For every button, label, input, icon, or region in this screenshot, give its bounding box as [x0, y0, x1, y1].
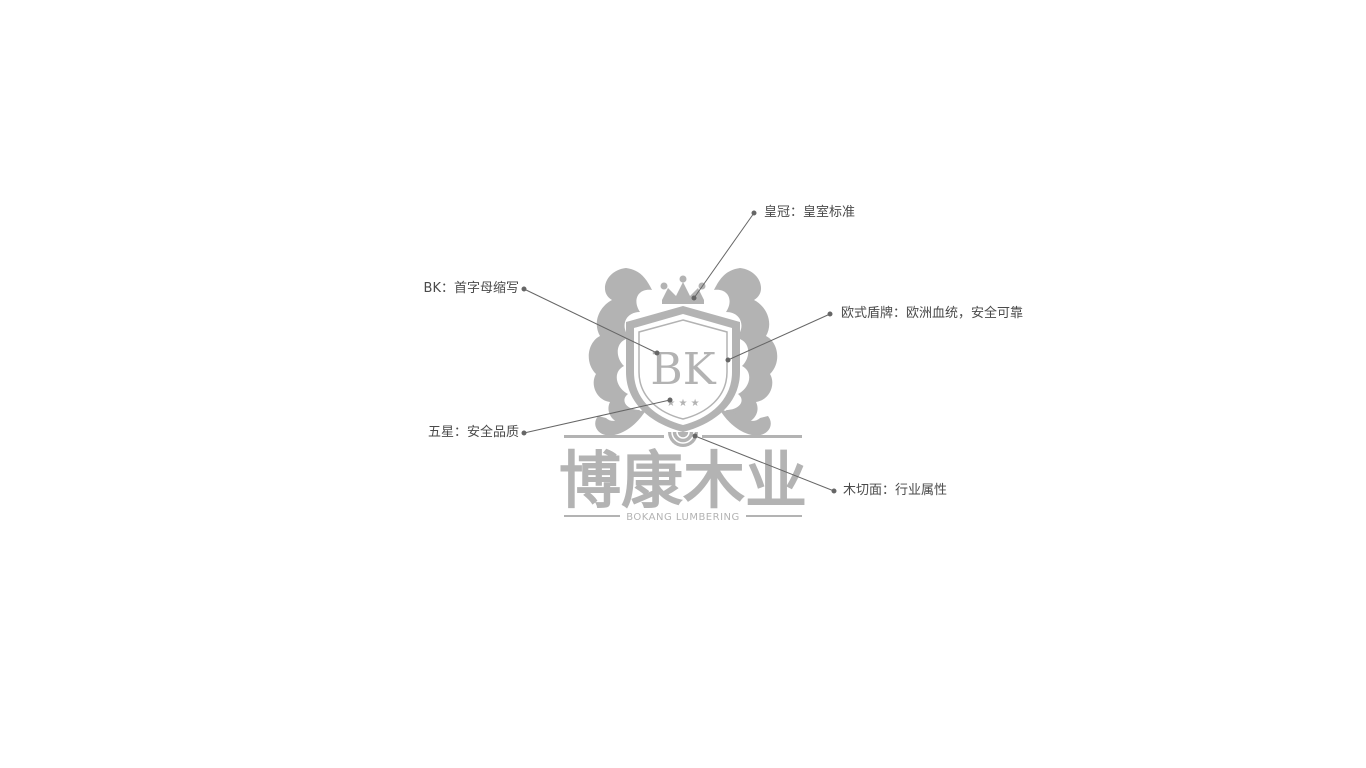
leader-crown — [693, 212, 755, 299]
top-rule-left — [564, 435, 664, 438]
annotation-stars: 五星：安全品质 — [427, 425, 519, 440]
annotation-wood: 木切面：行业属性 — [843, 483, 948, 498]
crown-icon — [660, 275, 706, 304]
shield-icon — [626, 306, 740, 432]
annotation-crown: 皇冠：皇室标准 — [764, 205, 856, 220]
bk-monogram: BK — [650, 344, 716, 395]
annotation-shield: 欧式盾牌：欧洲血统，安全可靠 — [841, 306, 1024, 321]
annotation-initials: BK：首字母缩写 — [423, 281, 519, 296]
top-rule-right — [702, 435, 802, 438]
bottom-rule-left — [564, 515, 620, 517]
leader-stars — [523, 399, 671, 434]
leader-initials — [523, 288, 658, 354]
brand-name-cn: 博康木业 — [559, 444, 807, 517]
leader-shield — [727, 313, 831, 361]
star-row: ★ ★ ★ — [666, 398, 699, 409]
left-ornament — [588, 268, 652, 436]
right-ornament — [714, 268, 778, 436]
brand-name-en: BOKANG LUMBERING — [626, 512, 740, 523]
bottom-rule-right — [746, 515, 802, 517]
leader-wood — [694, 435, 835, 492]
leader-lines — [521, 210, 837, 494]
brand-logo: BK ★ ★ ★ 博康木业 BOKANG LUMBERING — [559, 268, 807, 523]
